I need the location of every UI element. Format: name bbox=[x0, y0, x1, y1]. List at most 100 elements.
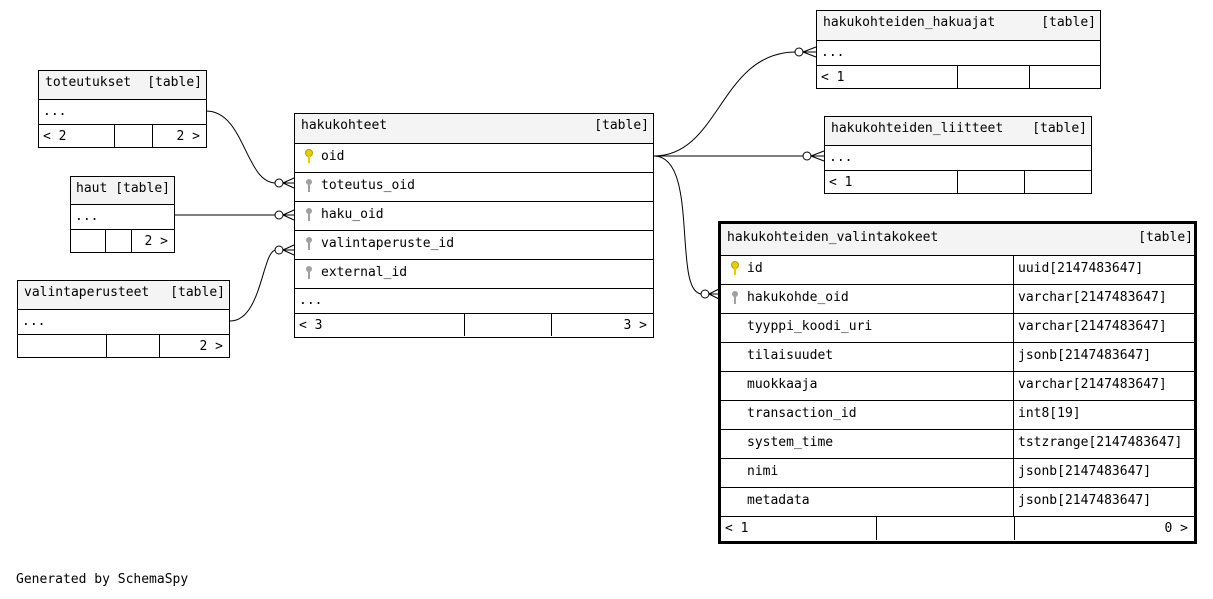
edge-valintaperusteet-hakukohteet bbox=[229, 249, 277, 322]
crowfoot-marker bbox=[708, 288, 720, 300]
outgoing-count: 2 > bbox=[144, 234, 168, 249]
column-type: varchar[2147483647] bbox=[1018, 319, 1167, 334]
table-header: hakukohteet [table] bbox=[295, 114, 653, 144]
column-row: valintaperuste_id bbox=[295, 231, 653, 260]
optional-marker bbox=[802, 151, 812, 161]
table-toteutukset[interactable]: toteutukset [table] ... < 2 2 > bbox=[38, 70, 207, 148]
outgoing-count: 2 > bbox=[176, 129, 200, 144]
table-header: hakukohteiden_hakuajat [table] bbox=[817, 11, 1100, 41]
column-row: haku_oid bbox=[295, 202, 653, 231]
outgoing-count: 0 > bbox=[1164, 521, 1188, 536]
column-name: metadata bbox=[747, 493, 810, 508]
table-name: hakukohteet bbox=[301, 118, 388, 133]
column-name: oid bbox=[321, 149, 345, 164]
table-haut[interactable]: haut [table] ... 2 > bbox=[70, 176, 175, 253]
column-type: uuid[2147483647] bbox=[1018, 261, 1144, 276]
column-type: varchar[2147483647] bbox=[1018, 290, 1167, 305]
foreign-key-icon bbox=[306, 208, 312, 221]
table-footer: 2 > bbox=[18, 335, 229, 357]
column-row: transaction_id int8[19] bbox=[721, 401, 1194, 430]
table-hakukohteet[interactable]: hakukohteet [table] oid toteutus_oid hak… bbox=[294, 113, 654, 338]
crowfoot-marker bbox=[282, 209, 295, 221]
more-columns: ... bbox=[43, 104, 67, 119]
more-columns: ... bbox=[22, 314, 46, 329]
table-type: [table] bbox=[147, 75, 202, 90]
column-name: toteutus_oid bbox=[321, 178, 415, 193]
column-type: jsonb[2147483647] bbox=[1018, 348, 1152, 363]
table-hakukohteiden-liitteet[interactable]: hakukohteiden_liitteet [table] ... < 1 bbox=[824, 116, 1092, 194]
table-name: toteutukset bbox=[45, 75, 132, 90]
table-name: hakukohteiden_liitteet bbox=[831, 121, 1004, 136]
table-type: [table] bbox=[1138, 230, 1193, 245]
column-row: nimi jsonb[2147483647] bbox=[721, 459, 1194, 488]
incoming-count: < 2 bbox=[43, 129, 67, 144]
incoming-count: < 1 bbox=[821, 70, 845, 85]
table-name: haut bbox=[76, 181, 108, 196]
column-name: haku_oid bbox=[321, 207, 384, 222]
column-type: jsonb[2147483647] bbox=[1018, 493, 1152, 508]
more-columns: ... bbox=[829, 150, 853, 165]
crowfoot-marker bbox=[282, 244, 295, 256]
edge-toteutukset-hakukohteet bbox=[205, 110, 277, 184]
table-header: hakukohteiden_liitteet [table] bbox=[825, 117, 1091, 146]
optional-marker bbox=[274, 210, 284, 220]
more-columns-row: ... bbox=[39, 100, 206, 125]
table-name: valintaperusteet bbox=[24, 285, 150, 300]
table-footer: < 3 3 > bbox=[295, 314, 653, 336]
incoming-count: < 1 bbox=[725, 521, 749, 536]
column-type: int8[19] bbox=[1018, 406, 1081, 421]
more-columns: ... bbox=[75, 209, 99, 224]
crowfoot-marker bbox=[802, 46, 817, 58]
column-name: nimi bbox=[747, 464, 779, 479]
table-type: [table] bbox=[594, 118, 649, 133]
table-header: hakukohteiden_valintakokeet [table] bbox=[721, 224, 1194, 256]
column-name: tyyppi_koodi_uri bbox=[747, 319, 873, 334]
column-name: transaction_id bbox=[747, 406, 857, 421]
crowfoot-marker bbox=[810, 150, 825, 162]
column-row: tilaisuudet jsonb[2147483647] bbox=[721, 343, 1194, 372]
more-columns-row: ... bbox=[295, 289, 653, 314]
primary-key-icon bbox=[305, 149, 313, 163]
column-name: muokkaaja bbox=[747, 377, 818, 392]
foreign-key-icon bbox=[306, 237, 312, 250]
edge-hakukohteet-valintakokeet bbox=[653, 155, 703, 295]
column-name: external_id bbox=[321, 265, 408, 280]
foreign-key-icon bbox=[306, 266, 312, 279]
table-footer: < 1 bbox=[817, 66, 1100, 88]
column-row: hakukohde_oid varchar[2147483647] bbox=[721, 285, 1194, 314]
more-columns: ... bbox=[821, 45, 845, 60]
optional-marker bbox=[700, 289, 710, 299]
generated-by-footer: Generated by SchemaSpy bbox=[16, 572, 189, 587]
foreign-key-icon bbox=[306, 179, 312, 192]
table-footer: 2 > bbox=[71, 230, 174, 252]
incoming-count: < 3 bbox=[299, 318, 323, 333]
column-name: hakukohde_oid bbox=[747, 290, 849, 305]
table-header: haut [table] bbox=[71, 177, 174, 205]
optional-marker bbox=[274, 178, 284, 188]
table-header: toteutukset [table] bbox=[39, 71, 206, 100]
table-footer: < 1 bbox=[825, 171, 1091, 193]
column-row: toteutus_oid bbox=[295, 173, 653, 202]
table-header: valintaperusteet [table] bbox=[18, 281, 229, 310]
column-row: metadata jsonb[2147483647] bbox=[721, 488, 1194, 517]
more-columns-row: ... bbox=[71, 205, 174, 230]
outgoing-count: 2 > bbox=[199, 339, 223, 354]
table-hakukohteiden-valintakokeet[interactable]: hakukohteiden_valintakokeet [table] id u… bbox=[718, 221, 1197, 544]
table-type: [table] bbox=[170, 285, 225, 300]
table-footer: < 1 0 > bbox=[721, 517, 1194, 540]
more-columns-row: ... bbox=[817, 41, 1100, 66]
outgoing-count: 3 > bbox=[623, 318, 647, 333]
column-row: muokkaaja varchar[2147483647] bbox=[721, 372, 1194, 401]
column-row: id uuid[2147483647] bbox=[721, 256, 1194, 285]
table-hakukohteiden-hakuajat[interactable]: hakukohteiden_hakuajat [table] ... < 1 bbox=[816, 10, 1101, 89]
column-name: tilaisuudet bbox=[747, 348, 834, 363]
column-type: tstzrange[2147483647] bbox=[1018, 435, 1183, 450]
column-row: oid bbox=[295, 144, 653, 173]
column-row: external_id bbox=[295, 260, 653, 289]
column-name: valintaperuste_id bbox=[321, 236, 455, 251]
crowfoot-marker bbox=[282, 177, 295, 189]
table-valintaperusteet[interactable]: valintaperusteet [table] ... 2 > bbox=[17, 280, 230, 358]
column-row: tyyppi_koodi_uri varchar[2147483647] bbox=[721, 314, 1194, 343]
table-footer: < 2 2 > bbox=[39, 125, 206, 147]
